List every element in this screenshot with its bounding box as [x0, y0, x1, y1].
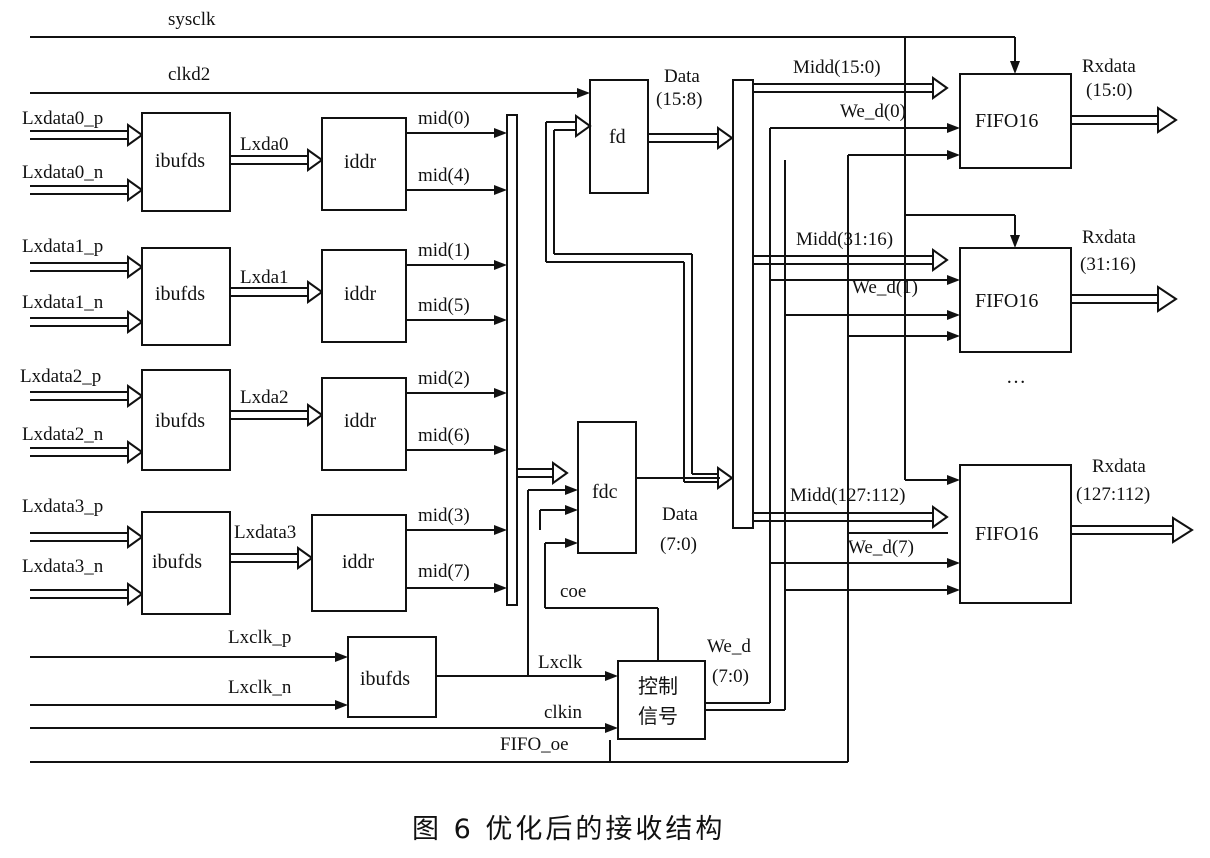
fifo-label-2: FIFO16 [975, 523, 1038, 545]
mid7-label: mid(7) [418, 561, 470, 582]
clkd2-line [30, 88, 590, 98]
fifo-out-1 [1071, 285, 1178, 313]
mid1-label: mid(1) [418, 240, 470, 261]
fifo-block-2 [959, 464, 1072, 604]
lane-3 [30, 511, 507, 615]
ibufds-label-1: ibufds [155, 283, 205, 305]
fifo-out-2 [1071, 516, 1194, 544]
rxdata1-label-2: (31:16) [1080, 254, 1136, 275]
sysclk-label: sysclk [168, 9, 216, 30]
iddr-label-2: iddr [344, 410, 377, 432]
ibufds-clock-block [347, 636, 437, 718]
rxdata0-label-2: (15:0) [1086, 80, 1132, 101]
control-label-1: 控制 [638, 675, 678, 698]
clkin-label: clkin [544, 702, 582, 723]
fifo0-we-label: We_d(0) [840, 101, 906, 122]
lane-0 [30, 112, 507, 212]
rxdata1-label-1: Rxdata [1082, 227, 1136, 248]
ibufds-label-0: ibufds [155, 150, 205, 172]
lane0-n-label: Lxdata0_n [22, 162, 104, 183]
figure-caption: 图 6 优化后的接收结构 [412, 814, 725, 845]
ibufds-clock-label: ibufds [360, 668, 410, 690]
lane2-bus-label: Lxda2 [240, 387, 289, 408]
ibufds-label-2: ibufds [155, 410, 205, 432]
fdc-inputs [527, 485, 659, 676]
lane1-p-label: Lxdata1_p [22, 236, 103, 257]
iddr-block-3 [311, 514, 407, 612]
mid-collector-bus [506, 114, 518, 606]
ibufds-label-3: ibufds [152, 551, 202, 573]
lane3-p-label: Lxdata3_p [22, 496, 103, 517]
we-d-label-1: We_d [707, 636, 751, 657]
mid5-label: mid(5) [418, 295, 470, 316]
fifo-ellipsis: … [1006, 366, 1026, 388]
lane-2 [30, 369, 507, 471]
fifo-oe-label: FIFO_oe [500, 734, 569, 755]
ibufds-block-0 [141, 112, 231, 212]
fdc-label: fdc [592, 481, 618, 503]
mid4-label: mid(4) [418, 165, 470, 186]
lxclk-inputs [30, 652, 348, 710]
sysclk-distribution [904, 37, 1020, 485]
rxdata0-label-1: Rxdata [1082, 56, 1136, 77]
mid2-label: mid(2) [418, 368, 470, 389]
fdc-out-label-2: (7:0) [660, 534, 697, 555]
fd-output-bus [648, 126, 734, 150]
fd-label: fd [609, 126, 626, 148]
iddr-label-0: iddr [344, 151, 377, 173]
we-distribution [705, 123, 960, 762]
fifo0-midd-label: Midd(15:0) [793, 57, 881, 78]
iddr-block-0 [321, 117, 407, 211]
mid6-label: mid(6) [418, 425, 470, 446]
lane3-n-label: Lxdata3_n [22, 556, 104, 577]
mid0-label: mid(0) [418, 108, 470, 129]
fifo2-we-label: We_d(7) [848, 537, 914, 558]
clkd2-label: clkd2 [168, 64, 210, 85]
fdc-block [577, 421, 637, 554]
fd-out-label-2: (15:8) [656, 89, 702, 110]
iddr-block-1 [321, 249, 407, 343]
ibufds-block-2 [141, 369, 231, 471]
fifo-out-0 [1071, 106, 1178, 134]
fifo1-we-label: We_d(1) [852, 277, 918, 298]
fifo-label-0: FIFO16 [975, 110, 1038, 132]
fifo-block-0 [959, 73, 1072, 169]
fifo-block-1 [959, 247, 1072, 353]
iddr-block-2 [321, 377, 407, 471]
coe-label: coe [560, 581, 586, 602]
lane1-bus-label: Lxda1 [240, 267, 289, 288]
rxdata2-label-2: (127:112) [1076, 484, 1150, 505]
lane0-p-label: Lxdata0_p [22, 108, 103, 129]
lane0-bus-label: Lxda0 [240, 134, 289, 155]
ibufds-block-1 [141, 247, 231, 346]
bus-to-fdc [517, 461, 569, 485]
data-collector-bus [732, 76, 949, 529]
lane3-bus-label: Lxdata3 [234, 522, 296, 543]
lxclk-p-label: Lxclk_p [228, 627, 291, 648]
we-d-label-2: (7:0) [712, 666, 749, 687]
fd-feedback-bus [545, 114, 734, 490]
lane1-n-label: Lxdata1_n [22, 292, 104, 313]
iddr-label-3: iddr [342, 551, 375, 573]
lane-1 [30, 247, 507, 346]
lxclk-label: Lxclk [538, 652, 583, 673]
fd-block [589, 79, 649, 194]
fdc-out-label-1: Data [662, 504, 698, 525]
control-label-2: 信号 [638, 705, 678, 728]
mid3-label: mid(3) [418, 505, 470, 526]
control-signal-block [617, 660, 706, 740]
lxclk-n-label: Lxclk_n [228, 677, 292, 698]
iddr-label-1: iddr [344, 283, 377, 305]
rxdata2-label-1: Rxdata [1092, 456, 1146, 477]
sysclk-line [30, 36, 1020, 74]
fd-out-label-1: Data [664, 66, 700, 87]
fifo2-midd-label: Midd(127:112) [790, 485, 905, 506]
control-inputs [30, 671, 848, 763]
fifo1-midd-label: Midd(31:16) [796, 229, 893, 250]
fifo-label-1: FIFO16 [975, 290, 1038, 312]
lane2-n-label: Lxdata2_n [22, 424, 104, 445]
lane2-p-label: Lxdata2_p [20, 366, 101, 387]
